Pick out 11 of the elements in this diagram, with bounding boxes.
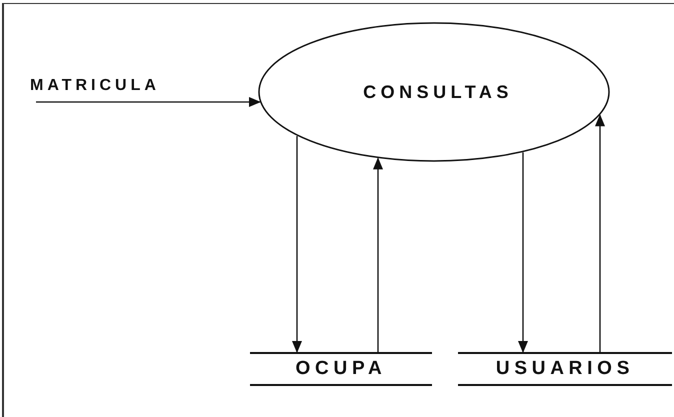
arrow — [292, 136, 302, 353]
node-label: MATRICULA — [30, 76, 160, 96]
arrow — [36, 97, 261, 107]
node-label: USUARIOS — [496, 356, 634, 381]
data-store — [458, 352, 672, 386]
node-label: OCUPA — [296, 356, 386, 381]
arrow — [518, 152, 528, 353]
data-store — [250, 352, 432, 386]
arrow — [373, 157, 383, 352]
node-label: CONSULTAS — [363, 82, 513, 102]
arrow — [595, 114, 605, 352]
